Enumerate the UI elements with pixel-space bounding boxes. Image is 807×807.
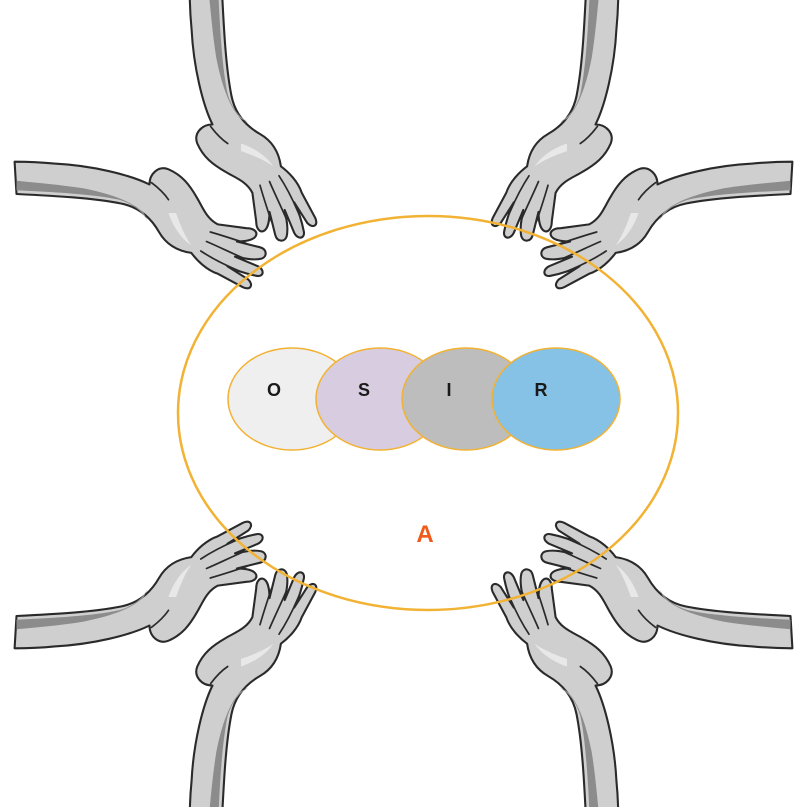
reaching-hand-icon [490,0,620,242]
circle-label-r: R [535,380,548,400]
hand-left-upper [13,160,267,290]
reaching-hand-icon [188,0,318,242]
reaching-hand-icon [540,160,794,290]
hand-bottom-right [490,568,620,807]
center-label: A [416,521,433,548]
circle-label-o: O [267,380,281,400]
osir-circles: O S I R [227,347,621,451]
reaching-hand-icon [13,160,267,290]
outer-ring [176,214,680,612]
reaching-hand-icon [490,568,620,807]
reaching-hand-icon [540,520,794,650]
hand-left-lower [13,520,267,650]
circle-label-i: I [446,380,451,400]
reaching-hand-icon [13,520,267,650]
circle-r [491,347,621,451]
hand-bottom-left [188,568,318,807]
circle-label-s: S [358,380,370,400]
hand-top-right [490,0,620,242]
hand-right-upper [540,160,794,290]
reaching-hand-icon [188,568,318,807]
hand-right-lower [540,520,794,650]
hand-top-left [188,0,318,242]
